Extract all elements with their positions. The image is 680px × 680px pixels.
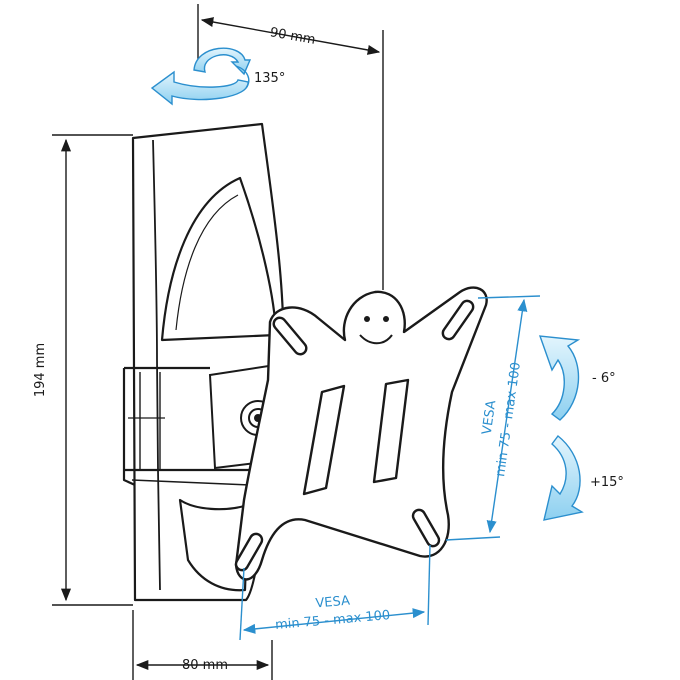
swivel-angle-label: 135° [254, 71, 285, 86]
slot-top-left [272, 316, 308, 356]
upper-cutout [160, 176, 278, 342]
swivel-arrow-icon [150, 47, 252, 106]
vesa-vertical-range: min 75 - max 100 [493, 361, 524, 477]
slot-bottom-left [234, 532, 264, 572]
height-label: 194 mm [33, 343, 48, 397]
slot-center-right [372, 378, 410, 484]
lower-cutout [178, 498, 250, 592]
vesa-dimension-lines [239, 295, 541, 641]
vesa-horizontal-arrow [242, 608, 426, 634]
vesa-plate [234, 286, 488, 581]
dimension-lines [52, 4, 384, 680]
depth-label: 80 mm [182, 658, 228, 673]
tilt-up-angle-label: - 6° [592, 371, 616, 386]
face-eye-left [364, 316, 370, 322]
face-smile [359, 334, 393, 345]
vesa-horizontal-title: VESA [315, 594, 351, 612]
tilt-up-arrow-icon [538, 335, 581, 421]
slot-bottom-right [411, 508, 441, 548]
width-dimension-arrow [200, 17, 381, 55]
vesa-horizontal-range: min 75 - max 100 [275, 608, 391, 633]
wall-bracket [122, 122, 285, 602]
tilt-down-angle-label: +15° [590, 475, 624, 490]
width-label: 90 mm [269, 25, 317, 48]
face-eye-right [383, 316, 389, 322]
slot-top-right [441, 299, 475, 341]
vesa-vertical-arrow [486, 298, 528, 534]
tilt-down-arrow-icon [543, 435, 584, 521]
slot-center-left [302, 384, 346, 496]
vesa-vertical-title: VESA [480, 399, 500, 435]
